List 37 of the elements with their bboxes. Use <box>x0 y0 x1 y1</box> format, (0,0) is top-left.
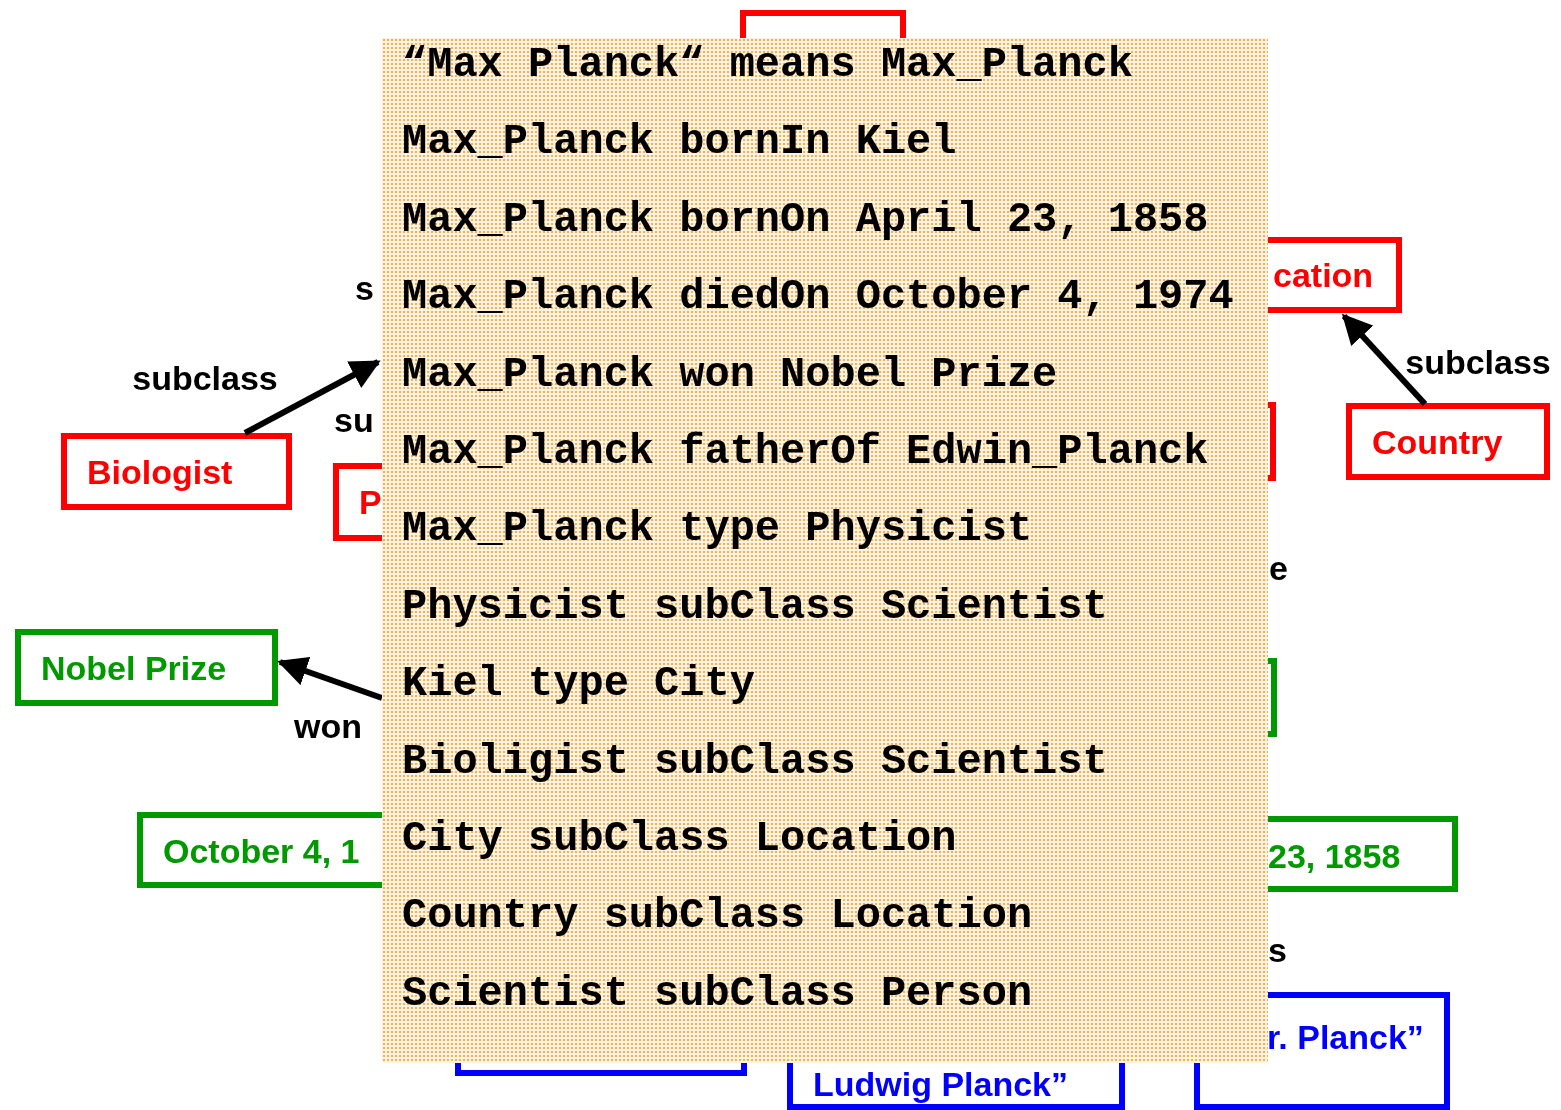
statement-text: Max_Planck bornIn Kiel <box>402 117 957 168</box>
statement-dialog <box>382 38 1268 1063</box>
entity-name: r. Planck” <box>1266 1017 1425 1058</box>
entity-name: October 4, 1 <box>163 831 360 872</box>
statement-text: Kiel type City <box>402 659 755 710</box>
statement-text: Max_Planck diedOn October 4, 1974 <box>402 272 1234 323</box>
entity-box <box>15 629 278 706</box>
label-text: s <box>355 268 374 308</box>
entity-name: 23, 1858 <box>1268 836 1401 877</box>
entity-box <box>1346 403 1550 480</box>
statement-text: Country subClass Location <box>402 891 1033 942</box>
statement-text: Max_Planck bornOn April 23, 1858 <box>402 194 1209 245</box>
entity-name: Ludwig Planck” <box>813 1064 1069 1105</box>
statement-text: Max_Planck won Nobel Prize <box>402 349 1058 400</box>
entity-box <box>740 10 906 39</box>
edge-label: won <box>294 706 362 746</box>
entity-name: cation <box>1273 255 1374 296</box>
arrow <box>243 359 381 436</box>
entity-name: Country <box>1372 422 1503 463</box>
entity-name: Biologist <box>87 452 233 493</box>
label-text: e <box>1269 548 1288 588</box>
entity-name: Nobel Prize <box>41 648 227 689</box>
statement-text: Physicist subClass Scientist <box>402 581 1108 632</box>
edge-label: subclass <box>1405 342 1551 382</box>
arrow <box>277 656 383 701</box>
label-text: su <box>334 400 374 440</box>
statement-text: Max_Planck fatherOf Edwin_Planck <box>402 427 1209 477</box>
edge-label: subclass <box>132 358 278 398</box>
statement-text: City subClass Location <box>402 814 957 864</box>
statement-text: Bioligist subClass Scientist <box>402 736 1108 787</box>
arrow <box>1341 313 1428 407</box>
statement-text: “Max Planck“ means Max_Planck <box>402 40 1133 90</box>
label-text: s <box>1268 930 1287 970</box>
entity-name: P <box>359 482 382 523</box>
statement-text: Max_Planck type Physicist <box>402 504 1033 555</box>
statement-text: Scientist subClass Person <box>402 968 1033 1019</box>
entity-box <box>61 433 292 510</box>
